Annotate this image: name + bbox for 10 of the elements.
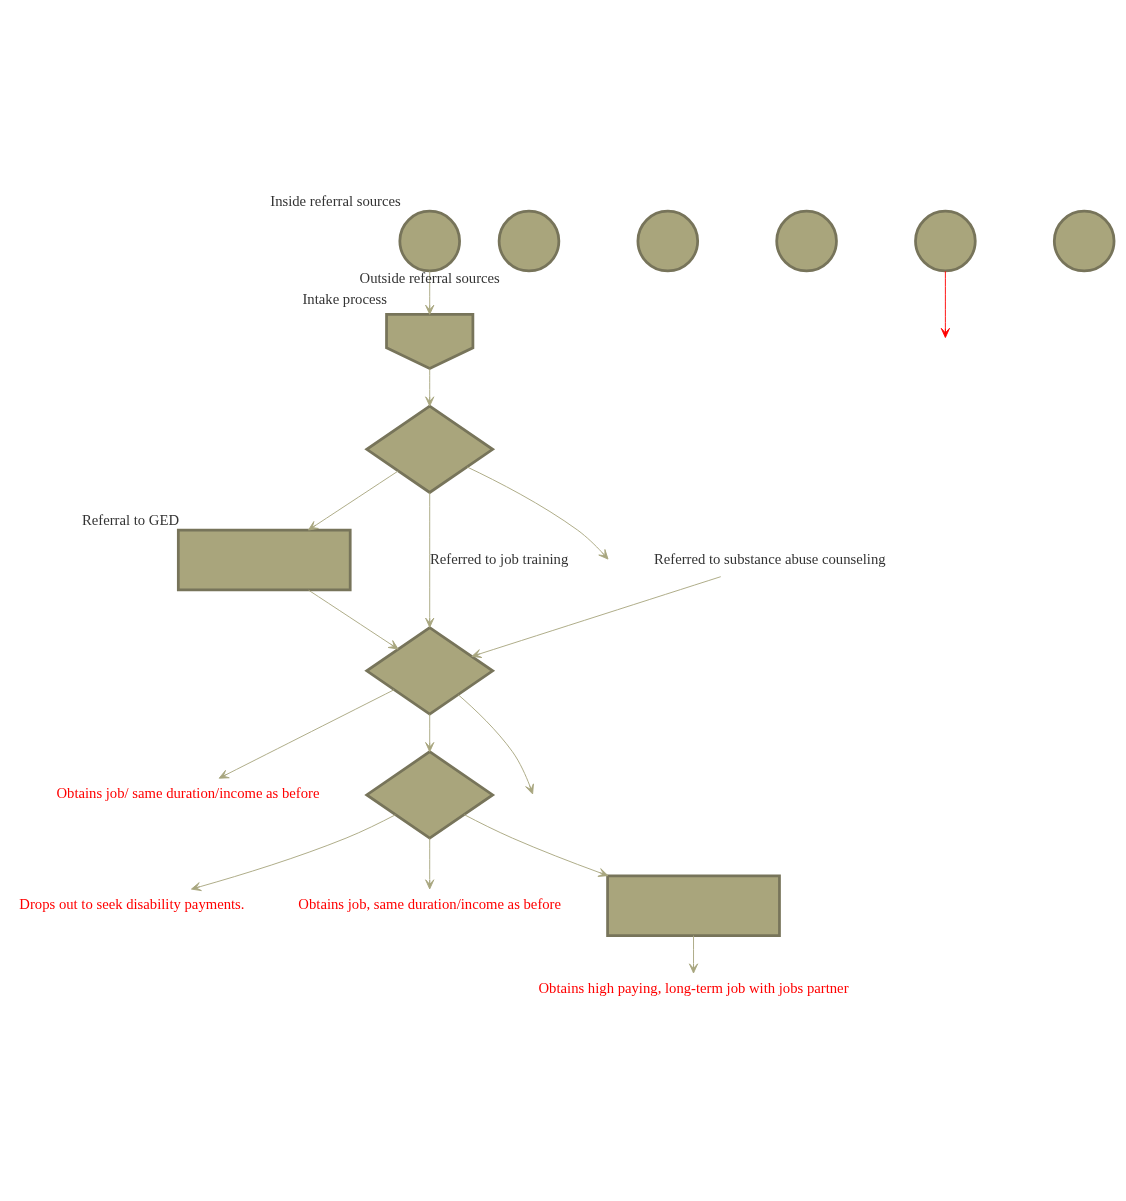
node-label: Referral to GED: [81, 512, 180, 529]
node-label: Outside referral sources: [359, 269, 500, 286]
edge-label: Referred to job training: [429, 550, 569, 567]
node-text: Obtains job, same duration/income as before: [298, 896, 562, 913]
node-label: Intake process: [302, 290, 387, 307]
node-text: Obtains job/ same duration/income as before: [56, 785, 320, 802]
node-label: Inside referral sources: [270, 193, 401, 210]
node-text: Obtains high paying, long-term job with jobs partner: [538, 980, 849, 997]
node-text: Referred to substance abuse counseling: [653, 550, 886, 567]
node-text: Drops out to seek disability payments.: [19, 896, 245, 913]
